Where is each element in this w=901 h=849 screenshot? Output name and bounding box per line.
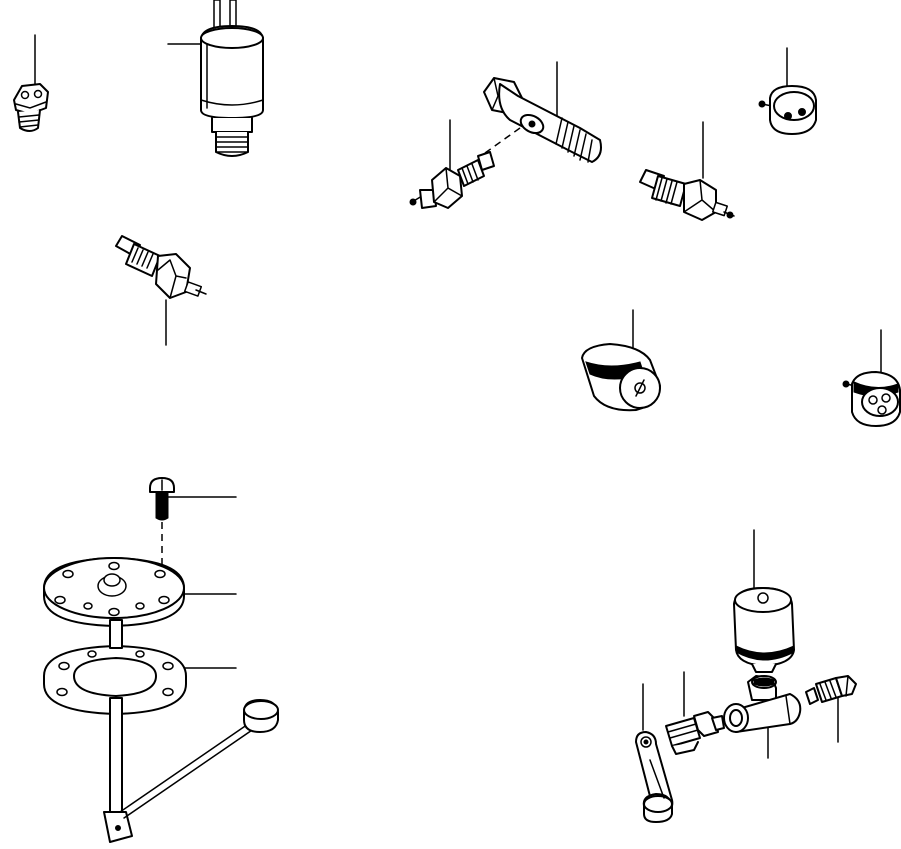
temperature-sensor-left <box>115 235 207 346</box>
linkage-arm <box>635 683 674 823</box>
banjo-bolt-fitting <box>477 61 602 163</box>
sender-unit-left <box>409 119 495 209</box>
sender-unit-right <box>639 121 735 221</box>
two-pin-switch-top-right <box>758 47 817 135</box>
tank-sender-cylinder <box>733 529 795 673</box>
adapter-fitting <box>665 671 725 755</box>
screw <box>149 477 237 590</box>
sender-flange-plate <box>43 557 237 627</box>
flange-gasket <box>43 645 237 715</box>
three-pin-switch-right <box>842 329 901 427</box>
cylindrical-switch-center <box>581 309 661 412</box>
float-arm-with-float <box>103 619 279 843</box>
small-switch <box>13 34 49 132</box>
pressure-switch-with-leads <box>167 0 264 157</box>
tee-fitting <box>723 675 802 759</box>
nipple-fitting <box>805 675 857 743</box>
